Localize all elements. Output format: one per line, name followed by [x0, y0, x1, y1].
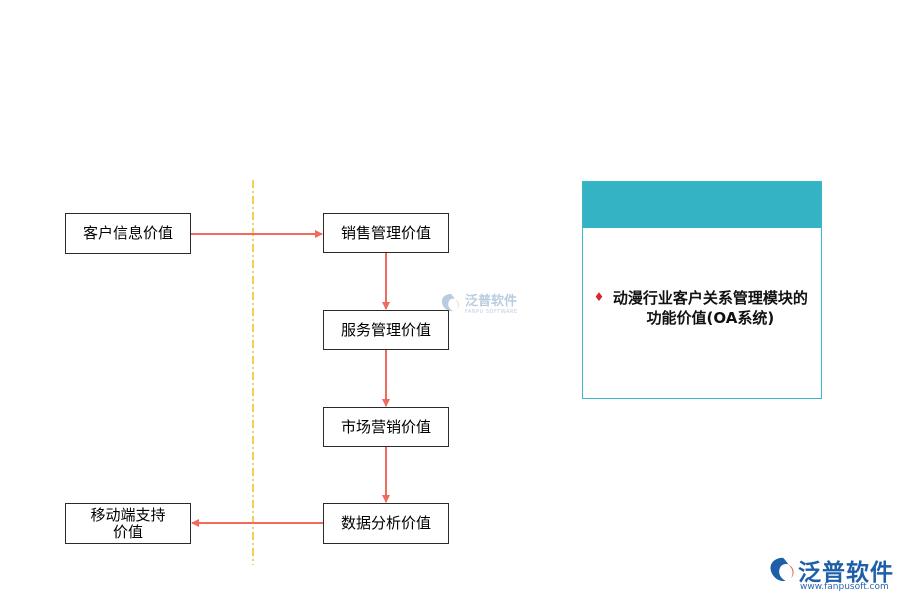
- mobile-support-value-label: 移动端支持 价值: [90, 505, 166, 541]
- title-panel-header: [583, 182, 821, 228]
- mobile-support-value-node: 移动端支持 价值: [65, 503, 191, 544]
- sales-management-value-node: 销售管理价值: [323, 213, 449, 253]
- fanpu-logo-icon: [441, 293, 459, 311]
- diamond-bullet-icon: ♦: [593, 290, 605, 304]
- marketing-value-node: 市场营销价值: [323, 407, 449, 447]
- brand-logo-text: 泛普软件: [798, 560, 894, 586]
- panel-title: 动漫行业客户关系管理模块的功能价值(OA系统): [612, 289, 808, 327]
- brand-logo: 泛普软件: [768, 553, 894, 587]
- marketing-value-label: 市场营销价值: [340, 417, 431, 436]
- center-watermark: 泛普软件 FANPU SOFTWARE: [440, 290, 518, 315]
- service-management-value-label: 服务管理价值: [340, 320, 431, 339]
- customer-info-value-label: 客户信息价值: [82, 224, 173, 242]
- data-analysis-value-label: 数据分析价值: [340, 514, 431, 532]
- data-analysis-value-node: 数据分析价值: [323, 503, 449, 544]
- fanpu-brand-icon: [770, 557, 794, 582]
- title-panel-body: ♦ 动漫行业客户关系管理模块的功能价值(OA系统): [583, 288, 821, 328]
- title-panel: ♦ 动漫行业客户关系管理模块的功能价值(OA系统): [582, 181, 822, 399]
- customer-info-value-node: 客户信息价值: [65, 213, 191, 254]
- center-watermark-text: 泛普软件: [465, 294, 518, 309]
- brand-url: www.fanpusoft.com: [800, 582, 889, 592]
- sales-management-value-label: 销售管理价值: [340, 223, 431, 242]
- service-management-value-node: 服务管理价值: [323, 310, 449, 350]
- center-watermark-subtext: FANPU SOFTWARE: [465, 309, 518, 315]
